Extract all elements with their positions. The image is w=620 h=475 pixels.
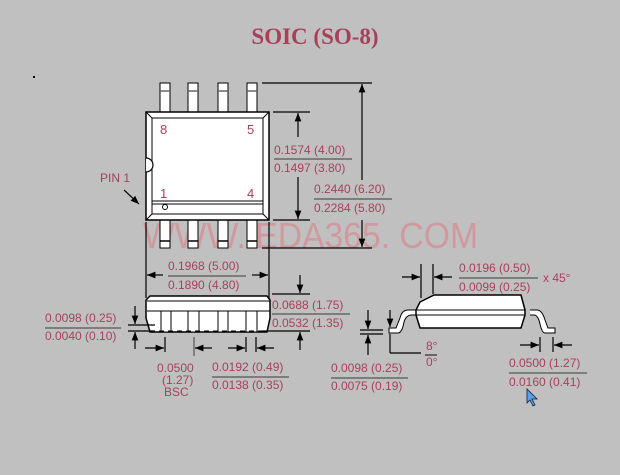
top-view: 8 5 1 4 PIN 1 0.1574 (4.00) 0.1497 (3.80… (100, 82, 392, 298)
notch (145, 157, 154, 173)
pin-label-5: 5 (247, 122, 254, 137)
pin1-dot (162, 204, 168, 210)
pitch-note: BSC (164, 385, 189, 399)
page-title: SOIC (SO-8) (251, 24, 378, 49)
lead-width-max: 0.0192 (0.49) (212, 360, 283, 374)
lead-thickness-min: 0.0075 (0.19) (331, 379, 402, 393)
body-length-max: 0.1968 (5.00) (168, 259, 239, 273)
foot-length-max: 0.0500 (1.27) (509, 356, 580, 370)
pitch-inch: 0.0500 (157, 361, 194, 375)
foot-length-min: 0.0160 (0.41) (509, 375, 580, 389)
height-min: 0.0532 (1.35) (272, 316, 343, 330)
body-width-max: 0.1574 (4.00) (274, 143, 345, 157)
standoff-max: 0.0098 (0.25) (45, 311, 116, 325)
standoff-min: 0.0040 (0.10) (45, 329, 116, 343)
body-length-min: 0.1890 (4.80) (168, 278, 239, 292)
dot (33, 76, 35, 78)
lead-thickness-max: 0.0098 (0.25) (331, 361, 402, 375)
mouse-cursor-icon (526, 388, 538, 407)
end-view: 0.0196 (0.50) 0.0099 (0.25) x 45° 8° 0° … (331, 261, 587, 393)
pin-label-1: 1 (160, 186, 167, 201)
lead-width-min: 0.0138 (0.35) (212, 378, 283, 392)
chamfer-angle: x 45° (543, 271, 571, 285)
overall-width-min: 0.2284 (5.80) (314, 201, 385, 215)
pin-label-8: 8 (160, 122, 167, 137)
angle-min: 0° (426, 355, 438, 369)
side-view: 0.0688 (1.75) 0.0532 (1.35) 0.0098 (0.25… (45, 275, 350, 399)
ic-body (145, 111, 270, 221)
overall-width-max: 0.2440 (6.20) (314, 182, 385, 196)
angle-max: 8° (426, 339, 438, 353)
height-max: 0.0688 (1.75) (272, 298, 343, 312)
chamfer-max: 0.0196 (0.50) (459, 261, 530, 275)
watermark: WWW. EDA365. COM (143, 215, 478, 256)
body-width-min: 0.1497 (3.80) (274, 161, 345, 175)
pin1-label: PIN 1 (100, 171, 130, 185)
pitch-mm: (1.27) (162, 373, 193, 387)
chamfer-min: 0.0099 (0.25) (459, 280, 530, 294)
pin-label-4: 4 (247, 186, 254, 201)
